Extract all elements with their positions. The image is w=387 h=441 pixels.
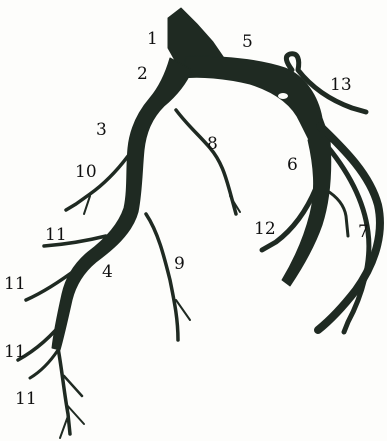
label-13: 13 — [330, 75, 352, 95]
lad-distal — [58, 348, 70, 434]
label-2: 2 — [137, 64, 148, 84]
label-11: 11 — [15, 389, 37, 409]
label-11: 11 — [4, 274, 26, 294]
branch-11-bottom-left — [30, 350, 58, 378]
label-4: 4 — [102, 262, 113, 282]
label-11: 11 — [45, 225, 67, 245]
vessel-highlight — [278, 93, 288, 99]
label-10: 10 — [75, 162, 97, 182]
label-12: 12 — [254, 219, 276, 239]
branch-7 — [326, 190, 348, 236]
branch-9 — [146, 214, 178, 340]
label-6: 6 — [287, 155, 298, 175]
label-1: 1 — [147, 29, 158, 49]
label-3: 3 — [96, 120, 107, 140]
lad-distal-fork-a — [64, 376, 82, 396]
label-5: 5 — [242, 32, 253, 52]
label-8: 8 — [207, 134, 218, 154]
lad-distal-fork-c — [60, 416, 68, 438]
label-11: 11 — [4, 342, 26, 362]
label-7: 7 — [358, 222, 369, 242]
branch-8 — [176, 110, 236, 214]
label-9: 9 — [174, 254, 185, 274]
circumflex-arc — [182, 56, 330, 146]
